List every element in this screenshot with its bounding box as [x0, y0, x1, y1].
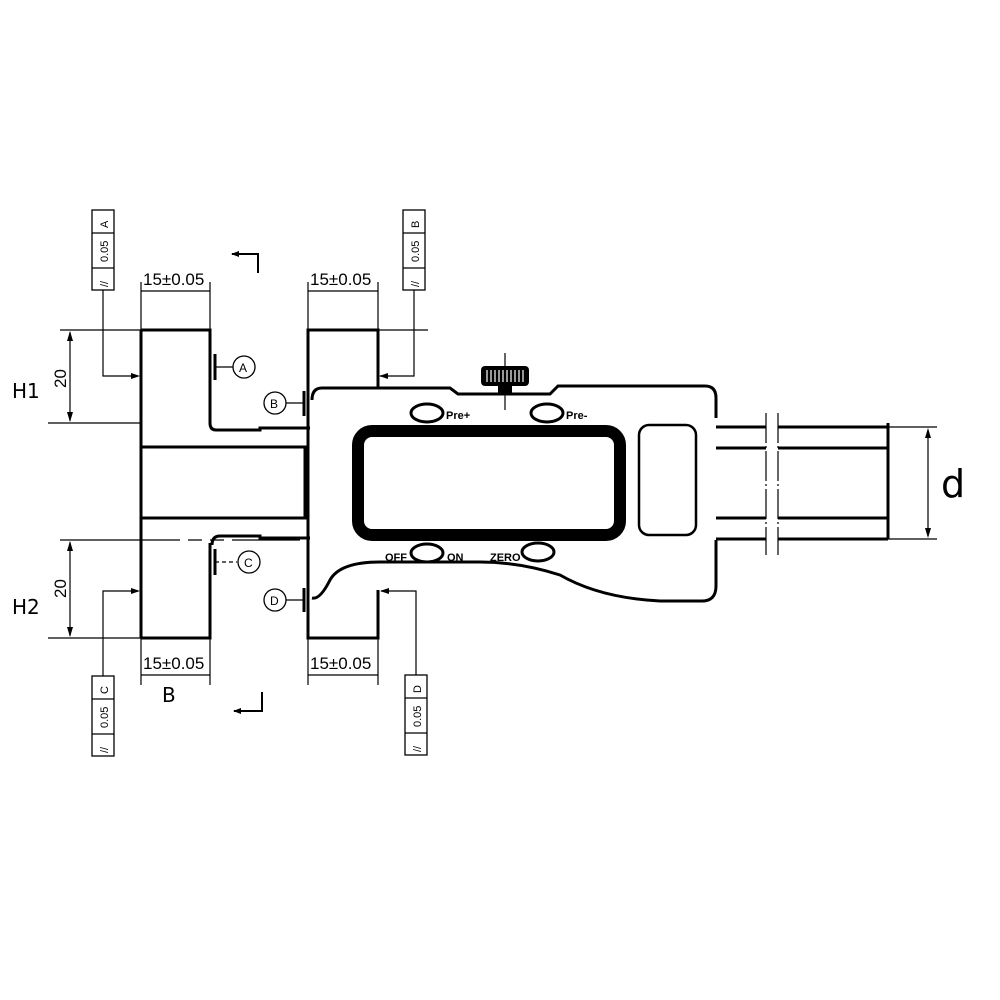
svg-text:B: B [410, 221, 422, 228]
on-off-button[interactable] [409, 542, 445, 564]
datum-markers: A B C D [213, 354, 306, 612]
tolerance-frame-b: B 0.05 // [378, 209, 428, 379]
lcd-display [352, 425, 626, 541]
width-dimensions: 15±0.05 15±0.05 15±0.05 15±0.05 B [140, 270, 379, 707]
svg-text:D: D [412, 685, 424, 693]
height-dimensions: 20 H1 20 H2 [12, 329, 300, 639]
dim-width-top-left: 15±0.05 [143, 270, 204, 289]
pre-minus-button[interactable] [529, 402, 565, 424]
svg-text:0.05: 0.05 [99, 241, 111, 262]
svg-text:0.05: 0.05 [412, 706, 424, 727]
dim-width-bottom-left: 15±0.05 [143, 654, 204, 673]
tolerance-frame-a: A 0.05 // [91, 209, 140, 379]
section-markers [231, 251, 263, 714]
left-jaw [139, 328, 310, 640]
svg-text://: // [412, 745, 424, 752]
datum-a: A [239, 361, 247, 375]
on-label: ON [447, 552, 464, 564]
right-jaw [306, 328, 380, 640]
tolerance-frame-d: D 0.05 // [380, 588, 428, 756]
dim-width-bottom-right: 15±0.05 [310, 654, 371, 673]
pre-plus-label: Pre+ [446, 410, 470, 422]
pre-plus-button[interactable] [409, 402, 445, 424]
zero-button[interactable] [520, 541, 556, 563]
label-h1: H1 [12, 379, 40, 403]
caliper-head: Pre+ Pre- OFF ON ZERO [310, 353, 718, 603]
dim-height-h1: 20 [51, 369, 70, 388]
zero-label: ZERO [490, 552, 521, 564]
svg-text:A: A [99, 220, 111, 228]
logo-window [637, 423, 698, 537]
svg-text://: // [99, 280, 111, 287]
label-h2: H2 [12, 595, 40, 619]
dim-width-top-right: 15±0.05 [310, 270, 371, 289]
diameter-label: d [941, 462, 965, 506]
datum-c: C [244, 556, 253, 570]
pre-minus-label: Pre- [566, 410, 588, 422]
tolerance-frame-c: C 0.05 // [91, 588, 140, 757]
beam: d [716, 413, 965, 555]
label-b: B [162, 683, 176, 707]
datum-b: B [270, 397, 278, 411]
svg-text://: // [99, 746, 111, 753]
off-label: OFF [385, 552, 407, 564]
svg-text:C: C [99, 686, 111, 694]
thumb-wheel-icon[interactable] [481, 353, 529, 410]
svg-text:0.05: 0.05 [410, 241, 422, 262]
svg-text://: // [410, 280, 422, 287]
dim-height-h2: 20 [51, 579, 70, 598]
datum-d: D [270, 594, 279, 608]
svg-text:0.05: 0.05 [99, 707, 111, 728]
